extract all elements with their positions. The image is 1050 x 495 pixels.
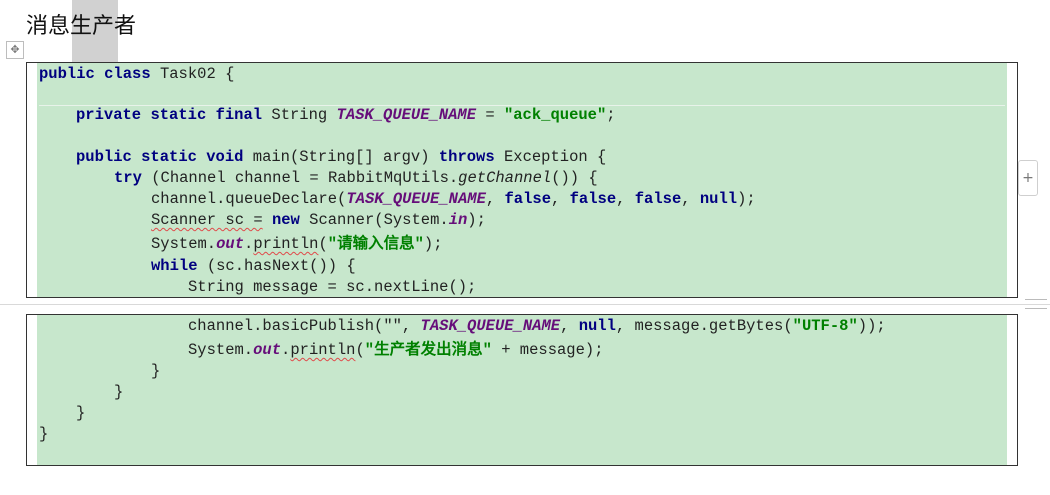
code-line: System.out.println("请输入信息"); bbox=[151, 235, 443, 253]
code-line: System.out.println("生产者发出消息" + message); bbox=[188, 341, 604, 359]
code-line: } bbox=[151, 362, 161, 380]
code-line: String message = sc.nextLine(); bbox=[188, 278, 477, 296]
code-text: public class Task02 { private static fin… bbox=[39, 63, 756, 405]
move-handle-icon[interactable]: ✥ bbox=[6, 41, 24, 59]
page-break-divider bbox=[0, 304, 1050, 305]
code-line: } bbox=[39, 425, 49, 443]
code-line: public static void main(String[] argv) t… bbox=[76, 148, 607, 166]
code-line: try (Channel channel = RabbitMqUtils.get… bbox=[114, 169, 598, 187]
code-line: private static final String TASK_QUEUE_N… bbox=[76, 106, 616, 124]
code-line: } bbox=[114, 383, 124, 401]
page-title: 消息生产者 bbox=[26, 14, 137, 39]
code-background bbox=[37, 63, 1007, 297]
code-line: channel.queueDeclare(TASK_QUEUE_NAME, fa… bbox=[151, 190, 756, 208]
code-block-part-2[interactable]: channel.basicPublish("", TASK_QUEUE_NAME… bbox=[26, 314, 1018, 466]
code-line: channel.basicPublish("", TASK_QUEUE_NAME… bbox=[188, 317, 886, 335]
code-line: public class Task02 { bbox=[39, 65, 235, 83]
page-marker-icon bbox=[1025, 299, 1047, 300]
code-line: while (sc.hasNext()) { bbox=[151, 257, 356, 275]
page-marker-icon bbox=[1025, 308, 1047, 309]
selection-highlight bbox=[72, 0, 118, 62]
code-block-part-1[interactable]: public class Task02 { private static fin… bbox=[26, 62, 1018, 298]
code-text: channel.basicPublish("", TASK_QUEUE_NAME… bbox=[39, 315, 886, 495]
code-line: } bbox=[76, 404, 86, 422]
code-line: Scanner sc = new Scanner(System.in); bbox=[151, 211, 486, 229]
add-button[interactable]: + bbox=[1018, 160, 1038, 196]
code-background bbox=[37, 315, 1007, 465]
